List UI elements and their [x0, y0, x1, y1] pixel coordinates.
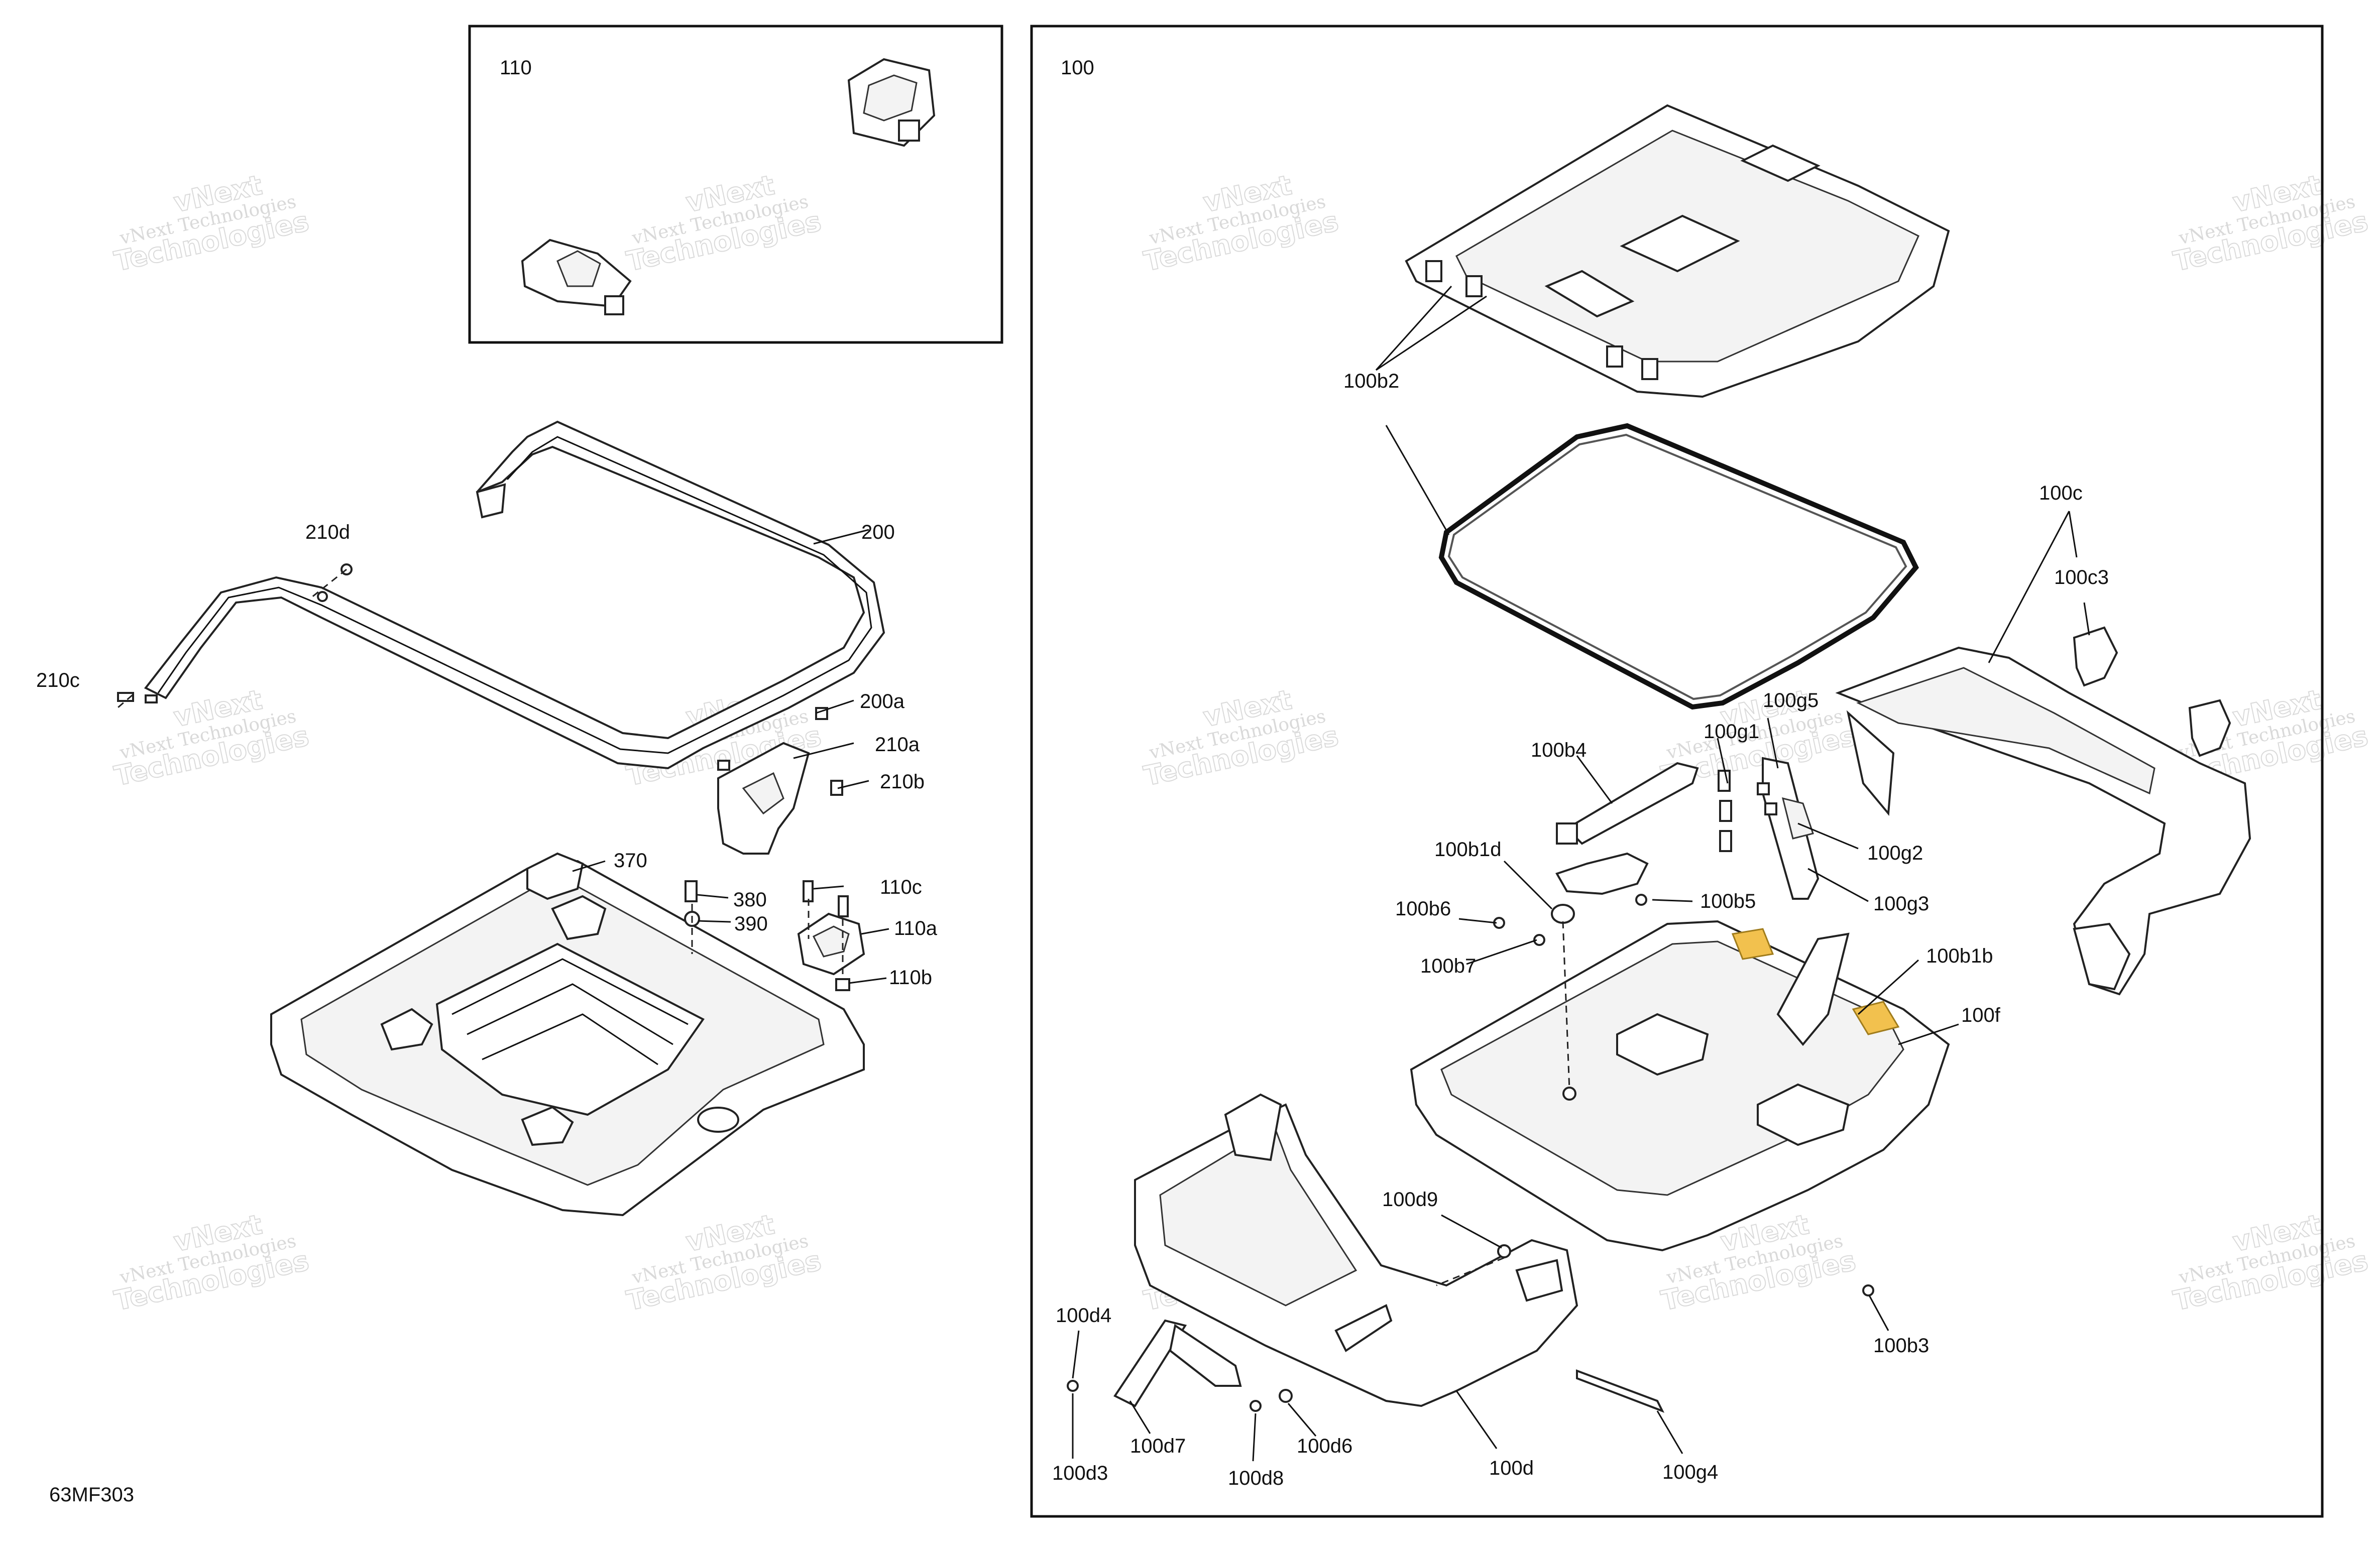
callout-label: 100b1b [1926, 945, 1993, 967]
handle-110-top [847, 58, 936, 147]
callout-labels: 210d 200 210c 200a 210a 210b 370 380 390… [36, 370, 2109, 1489]
callout-label: 100g4 [1662, 1461, 1718, 1483]
callout-label: 390 [734, 913, 768, 935]
callout-label: 100b3 [1873, 1335, 1929, 1357]
callout-label: 110c [880, 876, 922, 898]
hinge-100d7 [1113, 1304, 1393, 1407]
callout-label: 370 [614, 850, 647, 872]
bracket-210a [717, 742, 810, 855]
callout-label: 100b4 [1531, 739, 1586, 761]
panel-110-label: 110 [500, 57, 532, 79]
base-plate-370 [270, 852, 865, 1217]
callout-label: 110a [894, 917, 938, 939]
callout-label: 100c3 [2054, 566, 2109, 588]
callout-label: 100g2 [1867, 842, 1923, 864]
callout-label: 100g3 [1873, 893, 1929, 915]
callout-label: 210b [880, 771, 925, 793]
callout-label: 210c [36, 669, 80, 691]
callout-label: 200a [860, 690, 905, 713]
callout-label: 100d8 [1228, 1467, 1284, 1489]
plug-100b1d [1551, 904, 1575, 924]
diagram-code: 63MF303 [49, 1484, 134, 1506]
side-panel-100c [1835, 646, 2251, 996]
lid-100b [1405, 104, 1950, 398]
panel-110-frame [468, 25, 1003, 344]
callout-label: 100b5 [1700, 890, 1756, 912]
callout-label: 100d3 [1052, 1462, 1108, 1484]
callout-label: 100f [1961, 1004, 2001, 1026]
callout-label: 100g5 [1763, 689, 1819, 711]
callout-label: 100c [2039, 482, 2083, 504]
callout-label: 380 [733, 889, 767, 911]
strap-100g3 [1762, 757, 1820, 900]
tub-100f [1410, 920, 1950, 1252]
strap-100b4 [1556, 762, 1699, 845]
handle-110-bottom [521, 239, 632, 315]
callout-label: 100g1 [1704, 721, 1759, 743]
callout-label: 100b7 [1420, 955, 1476, 977]
seal-100b2 [1438, 423, 1919, 710]
callout-label: 100d6 [1297, 1435, 1352, 1457]
callout-label: 200 [861, 521, 895, 543]
callout-label: 210a [875, 734, 920, 756]
callout-label: 100b6 [1395, 898, 1451, 920]
buckle-100b5 [1555, 852, 1649, 895]
front-panel-100d [1134, 1093, 1578, 1407]
callout-label: 110b [889, 967, 932, 989]
fasteners-left [117, 563, 850, 991]
callout-label: 100b1d [1434, 839, 1501, 861]
callout-label: 100b2 [1343, 370, 1399, 392]
rail-200 [144, 420, 885, 770]
callout-label: 100d7 [1130, 1435, 1186, 1457]
bumper-110a [797, 912, 865, 976]
panel-100-label: 100 [1061, 57, 1094, 79]
latch-100c3 [2073, 626, 2231, 757]
callout-label: 100d [1489, 1457, 1534, 1479]
fasteners-right [1067, 770, 1874, 1413]
panel-100-frame [1030, 25, 2324, 1518]
leader-lines [114, 285, 2090, 1462]
callout-label: 100d9 [1382, 1189, 1438, 1211]
callout-label: 100d4 [1056, 1304, 1111, 1327]
callout-label: 210d [305, 521, 350, 543]
